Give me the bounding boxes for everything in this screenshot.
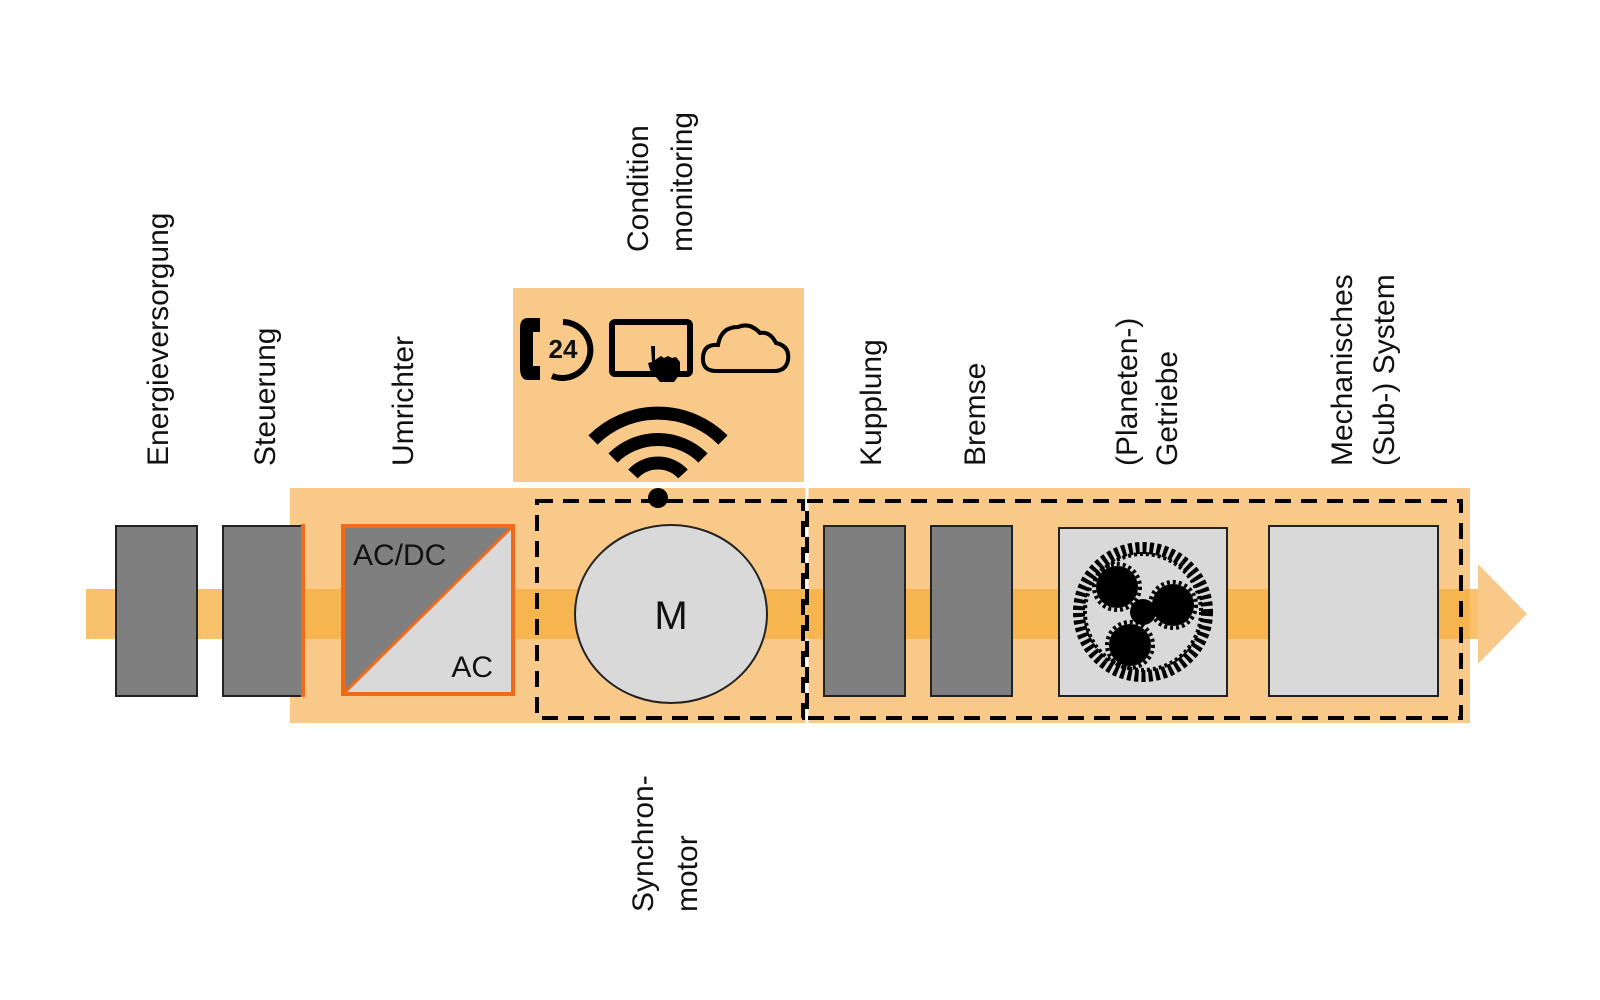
wifi-signal-icon [588,406,728,479]
svg-text:24: 24 [549,334,578,364]
energieversorgung-block [115,525,198,697]
bremse-block [930,525,1013,697]
label-planeten: (Planeten-) [1111,318,1144,466]
phone-24-icon: 24 [520,318,594,381]
steuerung-block [222,525,305,697]
label-bremse: Bremse [959,363,992,466]
planetary-gear-icon [1073,542,1213,682]
kupplung-block [823,525,906,697]
mechanics-dashed-boundary [805,499,1463,720]
mechanisches-system-block [1268,525,1439,697]
label-kupplung: Kupplung [855,339,888,466]
label-monitoring: monitoring [666,112,699,252]
power-shaft [86,589,1480,639]
motor-symbol-label: M [654,594,687,638]
synchronmotor-circle [574,524,768,704]
label-synchron: Synchron- [627,775,660,912]
converter-ac-dc-label: AC/DC [353,539,446,572]
umrichter-block [341,524,515,696]
motor-dashed-boundary [535,499,805,720]
label-motor: motor [671,835,704,912]
label-steuerung: Steuerung [249,328,282,466]
label-sub-system: (Sub-) System [1368,274,1401,466]
label-condition: Condition [622,125,655,252]
cloud-icon [700,323,791,373]
converter-ac-label: AC [451,651,493,684]
label-umrichter: Umrichter [387,336,420,466]
tablet-touch-icon [609,319,693,382]
label-energieversorgung: Energieversorgung [142,213,175,467]
sensor-dot [648,488,668,508]
label-getriebe: Getriebe [1151,351,1184,466]
condition-monitoring-panel [513,288,804,482]
label-mechanisches: Mechanisches [1326,274,1359,466]
power-flow-arrowhead [1478,564,1527,664]
